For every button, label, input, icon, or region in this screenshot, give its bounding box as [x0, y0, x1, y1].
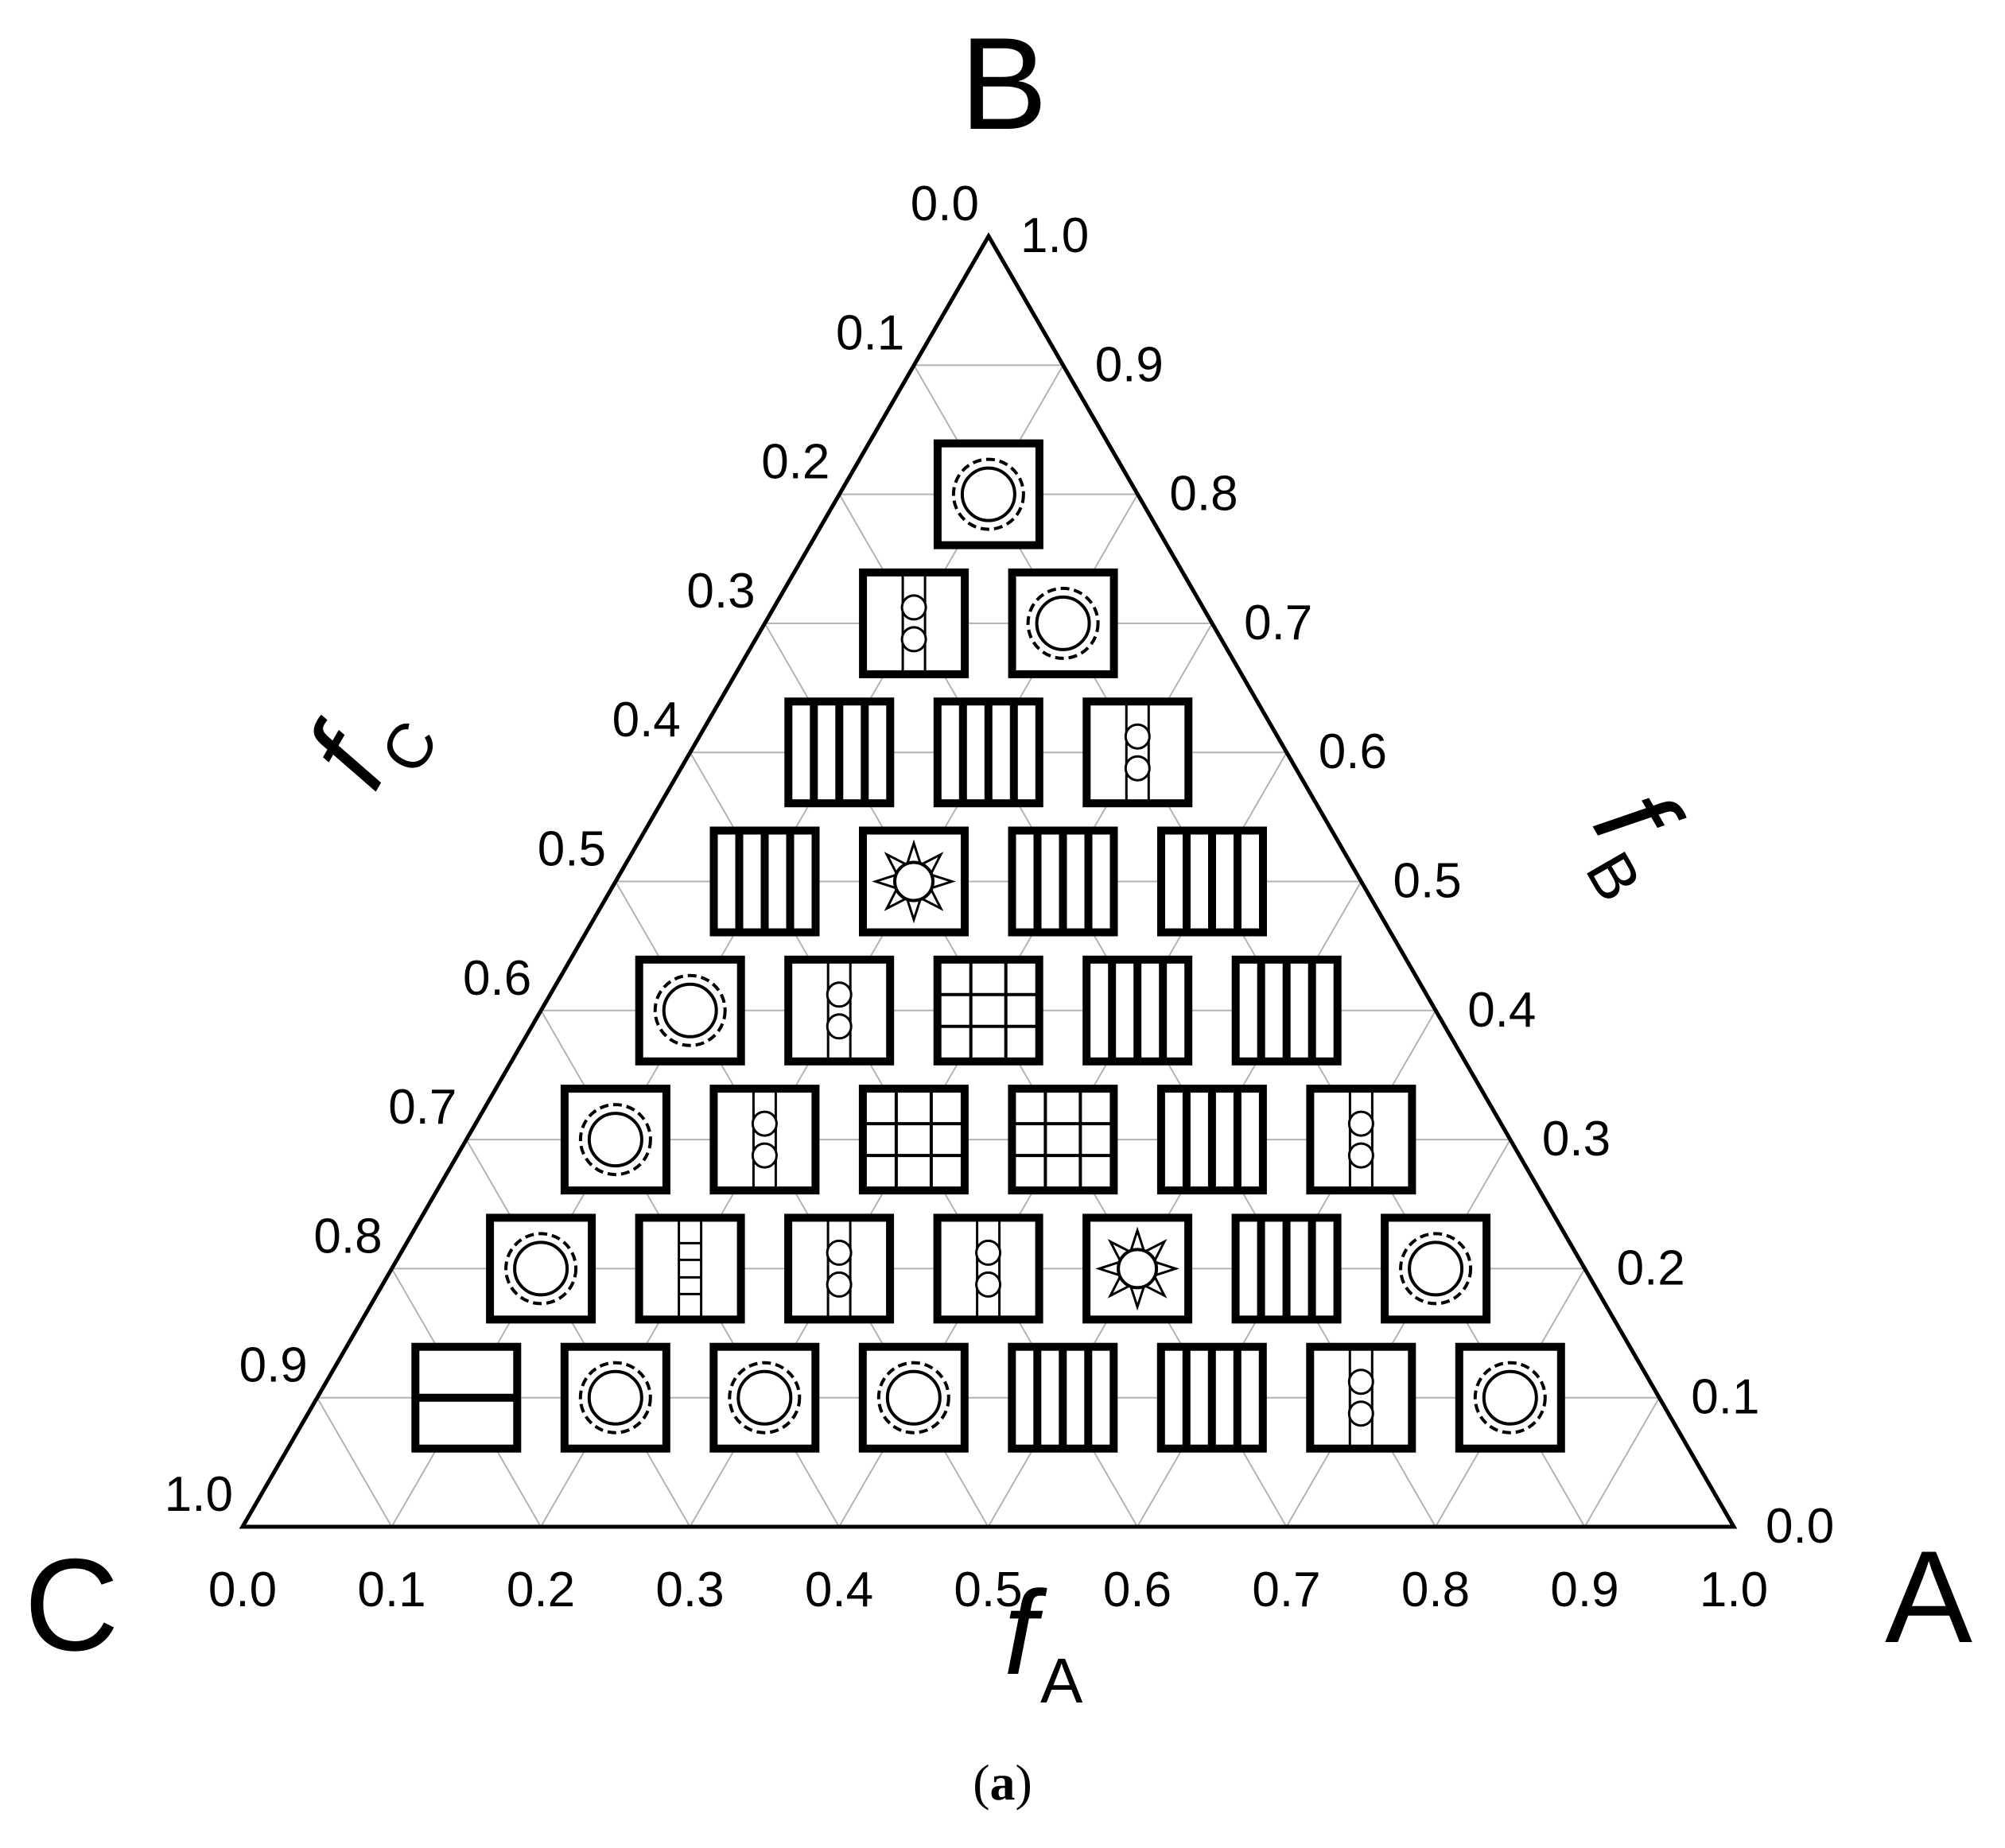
tick-label-fa: 0.5 — [954, 1563, 1022, 1617]
phase-marker-core-shell-cylinder — [709, 1342, 820, 1453]
grid-line-fc — [465, 1139, 691, 1528]
tick-label-fc: 0.9 — [239, 1338, 308, 1393]
phase-marker-lamellae-with-spheres — [859, 568, 969, 678]
tick-label-fb: 0.9 — [1095, 337, 1164, 392]
phase-marker-core-shell-cylinder — [1008, 568, 1118, 678]
tick-labels: 0.0 0.1 0.2 0.3 0.4 0.5 0.6 0.7 0.8 0.9 1.0 0.0 0.1 0… — [165, 177, 1834, 1617]
phase-marker-lamellae-with-spheres — [1082, 697, 1193, 808]
phase-marker-two-layer — [411, 1342, 522, 1453]
phase-marker-lamellae-with-spheres — [1306, 1342, 1416, 1453]
tick-label-fc: 0.6 — [463, 951, 531, 1006]
tick-label-fb: 0.8 — [1169, 467, 1238, 522]
phase-marker-core-shell-cylinder — [635, 955, 745, 1066]
tick-label-fb: 0.0 — [1766, 1499, 1834, 1554]
tick-label-fb: 0.2 — [1617, 1240, 1685, 1295]
phase-marker-star — [1082, 1213, 1193, 1324]
grid-line-fa — [1583, 1397, 1661, 1528]
phase-marker-core-shell-cylinder — [560, 1085, 670, 1195]
grid-line-fa — [391, 364, 1064, 1528]
tick-label-fc: 0.5 — [538, 822, 606, 877]
corner-label-c: C — [24, 1532, 119, 1678]
tick-label-fb: 0.6 — [1319, 724, 1387, 779]
triangle-frame — [239, 232, 1738, 1529]
tick-label-fa: 0.7 — [1252, 1563, 1320, 1617]
phase-marker-lamellae — [1082, 955, 1193, 1066]
axis-title-fa-subscript: A — [1040, 1645, 1083, 1716]
phase-marker-core-shell-cylinder — [1455, 1342, 1565, 1453]
grid-line-fa — [1285, 1139, 1511, 1528]
corner-label-a: A — [1885, 1524, 1972, 1670]
phase-marker-lamellae — [1008, 826, 1118, 937]
tick-label-fa: 0.4 — [805, 1563, 873, 1617]
tick-label-fc: 0.3 — [686, 564, 755, 619]
grid-line-fc — [913, 364, 1586, 1528]
phase-marker-lamellae — [933, 697, 1043, 808]
tick-label-fa: 0.8 — [1401, 1563, 1470, 1617]
phase-marker-lamellae — [1156, 1342, 1267, 1453]
grid-line-fc — [316, 1397, 393, 1528]
phase-marker-lamellae-with-spheres — [784, 1213, 895, 1324]
phase-marker-core-shell-cylinder — [560, 1342, 670, 1453]
tick-label-fa: 0.2 — [507, 1563, 575, 1617]
phase-marker-lamellae — [1231, 955, 1342, 1066]
phase-markers — [411, 439, 1565, 1453]
phase-marker-lamellae — [784, 697, 895, 808]
phase-marker-star — [859, 826, 969, 937]
tick-label-fb: 0.4 — [1467, 983, 1536, 1038]
tick-label-fc: 1.0 — [165, 1467, 233, 1522]
phase-marker-core-shell-cylinder — [486, 1213, 596, 1324]
tick-label-fc: 0.1 — [836, 305, 904, 360]
phase-marker-tetragonal — [933, 955, 1043, 1066]
figure-caption: (a) — [973, 1754, 1032, 1811]
tick-label-fa: 0.9 — [1550, 1563, 1618, 1617]
tick-label-fb: 0.1 — [1691, 1370, 1759, 1425]
tick-label-fa: 0.0 — [208, 1563, 277, 1617]
phase-marker-core-shell-cylinder — [1381, 1213, 1491, 1324]
corner-label-b: B — [960, 10, 1047, 157]
phase-marker-lamellae — [1008, 1342, 1118, 1453]
phase-marker-lamellae — [1231, 1213, 1342, 1324]
phase-marker-core-shell-cylinder — [933, 439, 1043, 549]
tick-label-fa: 0.1 — [357, 1563, 425, 1617]
tick-label-fc: 0.2 — [761, 435, 830, 490]
phase-marker-tetragonal — [1008, 1085, 1118, 1195]
tick-label-fc: 0.7 — [388, 1080, 457, 1135]
phase-marker-lamellae — [1156, 1085, 1267, 1195]
caption-label: a — [989, 1754, 1016, 1811]
phase-marker-lamellae-with-spheres — [784, 955, 895, 1066]
phase-marker-tetragonal — [858, 1085, 969, 1195]
corner-labels: B A C — [24, 10, 1972, 1678]
tick-label-fa: 1.0 — [1700, 1563, 1768, 1617]
axis-title-fc: fC — [280, 703, 452, 808]
tick-label-fc: 0.0 — [911, 177, 979, 231]
phase-marker-core-shell-cylinder — [858, 1342, 969, 1453]
axis-title-fb: fB — [1568, 769, 1706, 913]
phase-marker-lamellae-with-ladder — [635, 1213, 745, 1324]
tick-label-fa: 0.6 — [1103, 1563, 1172, 1617]
phase-marker-lamellae-with-spheres — [933, 1213, 1043, 1324]
tick-label-fc: 0.4 — [612, 693, 681, 747]
tick-label-fb: 0.7 — [1244, 596, 1312, 650]
tick-label-fb: 0.5 — [1393, 854, 1462, 909]
phase-marker-lamellae — [709, 826, 820, 937]
phase-marker-lamellae-with-spheres — [709, 1085, 820, 1195]
tick-label-fb: 0.3 — [1542, 1112, 1611, 1167]
phase-marker-lamellae — [1157, 826, 1267, 937]
tick-label-fb: 1.0 — [1020, 208, 1089, 263]
phase-marker-lamellae-with-spheres — [1306, 1085, 1416, 1195]
tick-label-fc: 0.8 — [313, 1209, 382, 1264]
tick-label-fa: 0.3 — [655, 1563, 724, 1617]
